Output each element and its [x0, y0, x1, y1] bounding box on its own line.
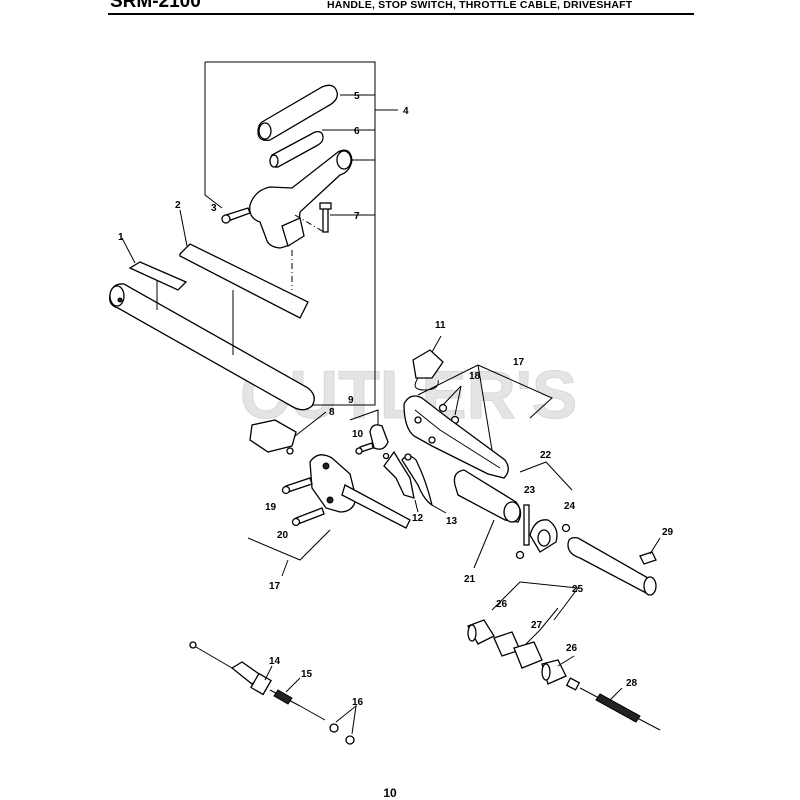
bracket-27: [519, 607, 559, 651]
drive-shaft-28: [565, 677, 661, 731]
spring: [382, 452, 390, 460]
callout-5: 5: [354, 91, 360, 102]
nut-24: [561, 523, 571, 533]
bracket-17b: [247, 529, 331, 561]
callout-20: 20: [277, 530, 289, 541]
callout-13: 13: [446, 516, 458, 527]
callout-23: 23: [524, 485, 536, 496]
callout-15: 15: [301, 669, 313, 680]
clamp-9: [369, 424, 389, 450]
screw-20: [291, 507, 325, 527]
clamp-8: [249, 419, 297, 455]
shaft-25: [567, 537, 657, 596]
callout-1: 1: [118, 232, 124, 243]
bushing-26b: [541, 659, 567, 685]
throttle-cable-14-15: [189, 641, 326, 721]
shaft-tube: [109, 280, 315, 411]
callout-29: 29: [662, 527, 674, 538]
callout-8: 8: [329, 407, 335, 418]
callout-3: 3: [211, 203, 217, 214]
grip-6: [269, 130, 324, 168]
handle-loop-7: [249, 149, 353, 249]
label-strip-2: [179, 243, 309, 319]
model-number: SRM-2100: [110, 0, 201, 12]
callout-11: 11: [435, 320, 446, 331]
callout-12: 12: [412, 513, 424, 524]
section-title: HANDLE, STOP SWITCH, THROTTLE CABLE, DRI…: [327, 0, 633, 11]
bracket-22: [519, 461, 573, 491]
throttle-lever-12: [383, 450, 419, 513]
callout-19: 19: [265, 502, 277, 513]
callout-26a: 26: [496, 599, 508, 610]
callout-21: 21: [464, 574, 476, 585]
bushing-27b: [513, 641, 543, 669]
callout-28: 28: [626, 678, 638, 689]
callout-16: 16: [352, 697, 364, 708]
bolt-7: [319, 202, 332, 233]
page-number: 10: [383, 786, 397, 800]
callout-7: 7: [354, 211, 360, 222]
screw-10: [355, 442, 374, 455]
callout-10: 10: [352, 429, 364, 440]
callout-26b: 26: [566, 643, 578, 654]
callout-24: 24: [564, 501, 576, 512]
screw-23: [515, 504, 530, 560]
clamp-22: [529, 519, 558, 553]
throttle-housing-17: [403, 395, 509, 479]
callout-6: 6: [354, 126, 360, 137]
screw-19: [281, 477, 313, 495]
bushing-26a: [467, 619, 495, 645]
callout-4: 4: [403, 106, 409, 117]
screw-3: [221, 207, 251, 224]
bracket-16: [335, 704, 357, 735]
callout-25: 25: [572, 584, 584, 595]
callout-17b: 17: [269, 581, 281, 592]
stop-switch-11: [412, 335, 444, 391]
callout-14: 14: [269, 656, 281, 667]
bracket-9: [349, 409, 379, 425]
bracket-3-leader: [204, 62, 223, 209]
callout-27: 27: [531, 620, 543, 631]
callout-17a: 17: [513, 357, 525, 368]
header-rule: [108, 13, 694, 15]
callout-2: 2: [175, 200, 181, 211]
grip-tube-5: [257, 84, 338, 141]
nut-16b: [345, 735, 355, 745]
nut-18a: [438, 403, 448, 413]
decal-1: [128, 261, 188, 291]
callout-18: 18: [469, 371, 481, 382]
housing-lower-17: [309, 454, 411, 529]
bracket-17a: [477, 364, 553, 419]
callout-9: 9: [348, 395, 354, 406]
grip-21: [453, 469, 522, 569]
bracket-4: [205, 61, 376, 406]
trigger-13: [401, 453, 447, 514]
tag-29: [639, 551, 657, 565]
bracket-25: [519, 581, 579, 621]
callout-22: 22: [540, 450, 552, 461]
nut-16a: [329, 723, 339, 733]
